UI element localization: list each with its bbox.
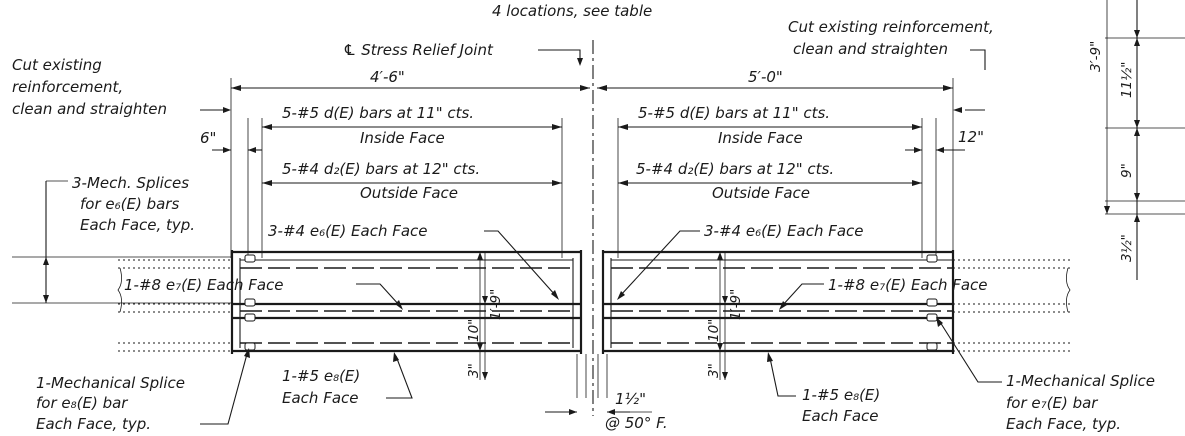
svg-text:for e₈(E) bar: for e₈(E) bar [36, 394, 128, 412]
svg-text:Cut existing: Cut existing [12, 56, 102, 74]
left-d-face: Inside Face [360, 129, 445, 147]
centerline-label: ℄ Stress Relief Joint [343, 41, 494, 59]
svg-text:1-Mechanical Splice: 1-Mechanical Splice [1006, 372, 1155, 390]
left-d2-face: Outside Face [360, 184, 458, 202]
svg-text:Each Face, typ.: Each Face, typ. [1006, 415, 1121, 433]
left-e7-label: 1-#8 e₇(E) Each Face [124, 276, 284, 294]
left-end-dim: 6" [200, 129, 216, 147]
right-d2-bars: 5-#4 d₂(E) bars at 12" cts. [636, 160, 834, 178]
section-dim-11half: 11½" [1119, 62, 1135, 98]
right-e7-label: 1-#8 e₇(E) Each Face [828, 276, 988, 294]
left-cut-note: Cut existing reinforcement, clean and st… [12, 56, 167, 118]
svg-text:Cut existing reinforcement,: Cut existing reinforcement, [788, 18, 994, 36]
svg-text:Each Face: Each Face [802, 407, 879, 425]
right-dim-3in: 3" [706, 363, 722, 378]
svg-text:1-#5 e₈(E): 1-#5 e₈(E) [802, 386, 880, 404]
left-dim-10in: 10" [466, 319, 482, 342]
right-beam-reinforcement [597, 250, 1072, 398]
centerline-leader [538, 49, 581, 62]
right-d-face: Inside Face [718, 129, 803, 147]
right-e6-label: 3-#4 e₆(E) Each Face [704, 222, 864, 240]
right-end-dim: 12" [958, 128, 984, 146]
right-d-bars: 5-#5 d(E) bars at 11" cts. [638, 104, 830, 122]
left-splice-note: 1-Mechanical Splice for e₈(E) bar Each F… [36, 374, 185, 433]
left-dim-1ft9: 1′-9" [488, 289, 504, 320]
svg-text:1-#5 e₈(E): 1-#5 e₈(E) [282, 367, 360, 385]
svg-text:clean and straighten: clean and straighten [12, 100, 167, 118]
svg-text:clean and straighten: clean and straighten [793, 40, 948, 58]
right-d2-face: Outside Face [712, 184, 810, 202]
right-splice-note: 1-Mechanical Splice for e₇(E) bar Each F… [1006, 372, 1155, 433]
svg-text:Each Face, typ.: Each Face, typ. [36, 415, 151, 433]
svg-text:reinforcement,: reinforcement, [12, 78, 123, 96]
right-overall-dim: 5′-0" [748, 68, 783, 86]
right-cut-note: Cut existing reinforcement, clean and st… [788, 18, 994, 58]
section-dim-3ft9: 3′-9" [1088, 41, 1104, 72]
right-dim-10in: 10" [706, 319, 722, 342]
left-d-bars: 5-#5 d(E) bars at 11" cts. [282, 104, 474, 122]
left-beam-reinforcement [117, 250, 587, 398]
joint-gap-dim: 1½" [615, 390, 646, 408]
left-d2-bars: 5-#4 d₂(E) bars at 12" cts. [282, 160, 480, 178]
top-note: 4 locations, see table [492, 2, 652, 20]
left-dim-3in: 3" [466, 363, 482, 378]
svg-text:for e₆(E) bars: for e₆(E) bars [80, 195, 179, 213]
svg-text:Each Face, typ.: Each Face, typ. [80, 216, 195, 234]
svg-text:for e₇(E) bar: for e₇(E) bar [1006, 394, 1098, 412]
right-dim-1ft9: 1′-9" [728, 289, 744, 320]
section-dimensions [1104, 0, 1185, 280]
svg-text:Each Face: Each Face [282, 389, 359, 407]
svg-text:3-Mech. Splices: 3-Mech. Splices [72, 174, 189, 192]
right-e8-label: 1-#5 e₈(E) Each Face [802, 386, 880, 425]
left-mech-splices-note: 3-Mech. Splices for e₆(E) bars Each Face… [72, 174, 195, 234]
joint-temp-note: @ 50° F. [605, 414, 668, 432]
left-e6-label: 3-#4 e₆(E) Each Face [268, 222, 428, 240]
section-dim-9: 9" [1119, 163, 1135, 178]
left-e8-label: 1-#5 e₈(E) Each Face [282, 367, 360, 407]
svg-text:1-Mechanical Splice: 1-Mechanical Splice [36, 374, 185, 392]
section-dim-3half: 3½" [1119, 234, 1135, 262]
left-overall-dim: 4′-6" [370, 68, 405, 86]
